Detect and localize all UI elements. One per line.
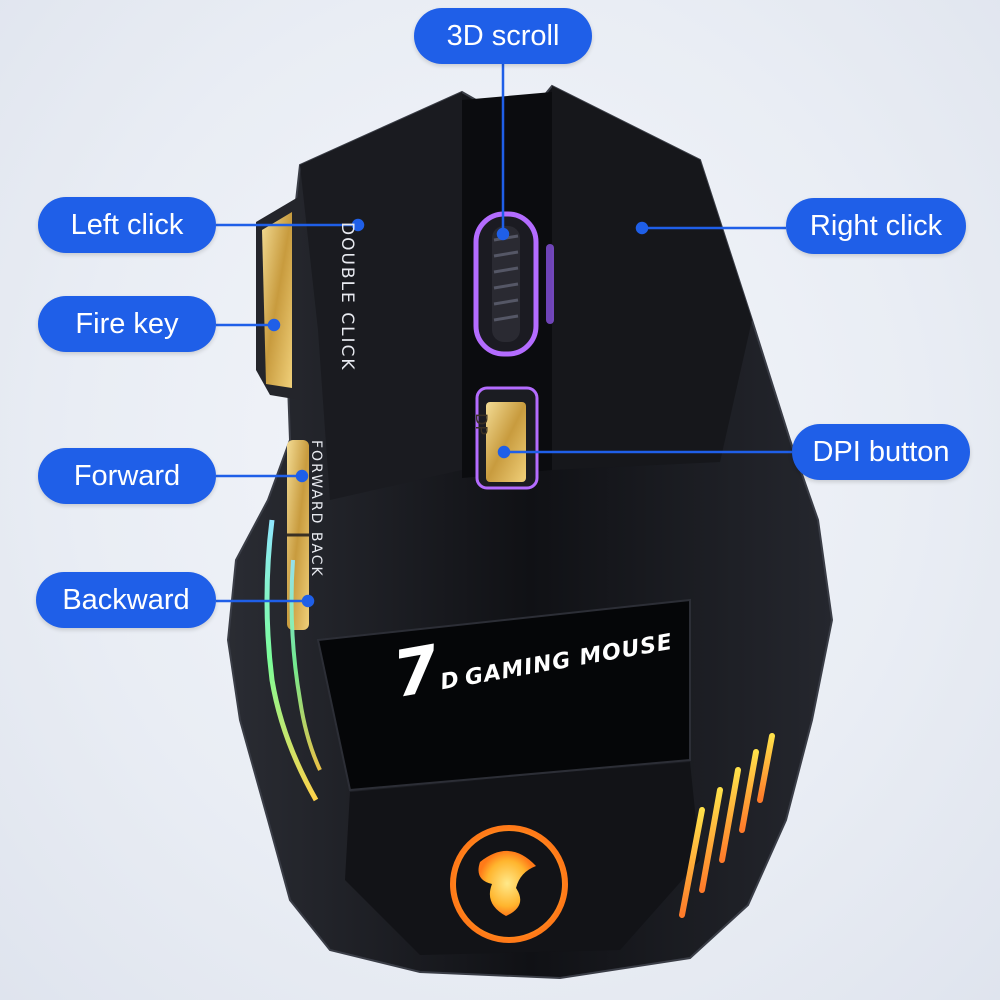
callout-backward: Backward — [36, 572, 216, 628]
connector-lines — [216, 64, 792, 608]
callout-fire-key: Fire key — [38, 296, 216, 352]
callout-left-click: Left click — [38, 197, 216, 253]
callout-forward: Forward — [38, 448, 216, 504]
dpi-tag-print: DP — [472, 413, 491, 435]
callout-right-click: Right click — [786, 198, 966, 254]
double-click-print: DOUBLE CLICK — [337, 222, 357, 372]
callout-3d-scroll: 3D scroll — [414, 8, 592, 64]
callout-dpi-button: DPI button — [792, 424, 970, 480]
logo-sub: D — [438, 667, 462, 696]
forward-back-print: FORWARD BACK — [308, 440, 324, 578]
